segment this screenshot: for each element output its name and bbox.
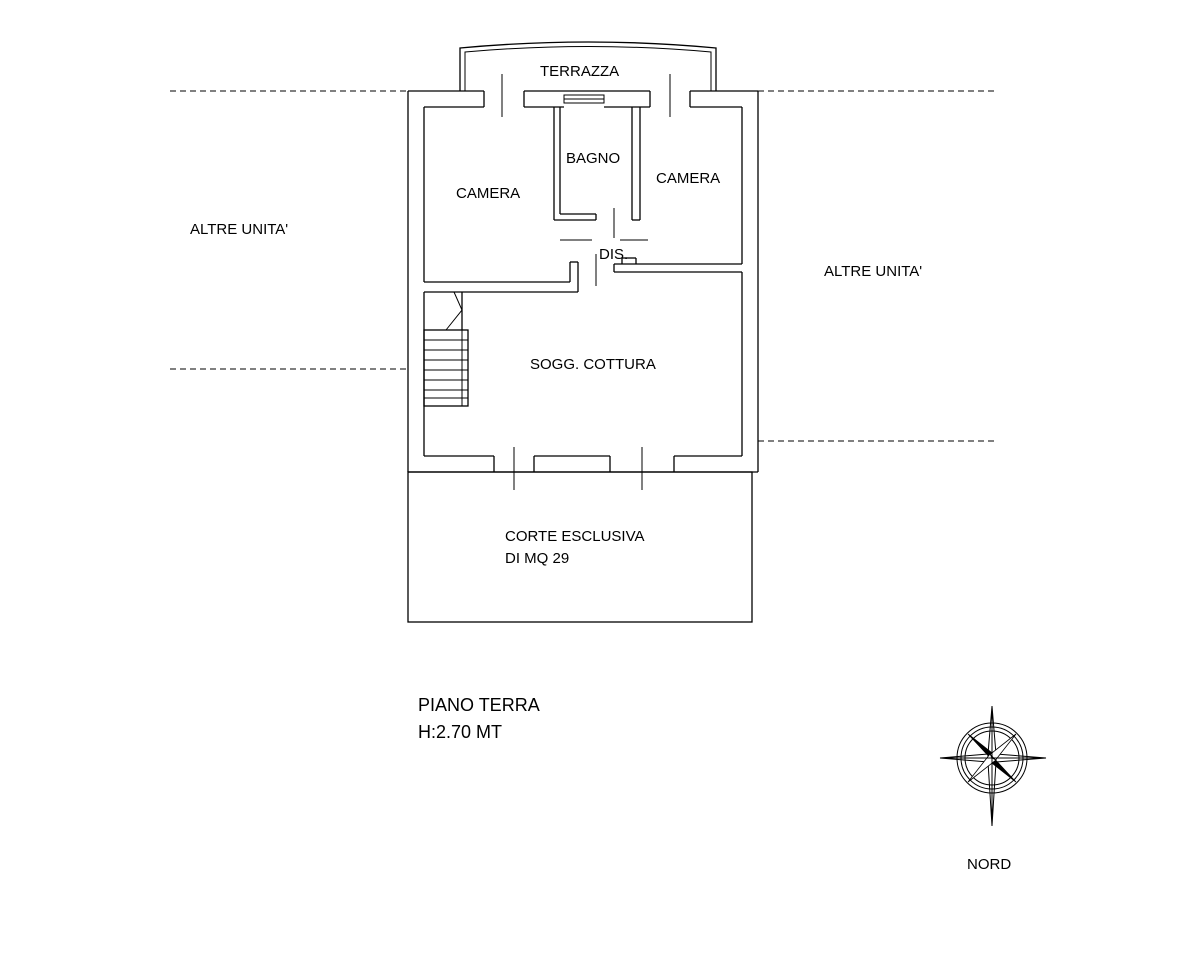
compass-label: NORD [967, 856, 1011, 873]
interior-walls [424, 107, 742, 293]
floor-name: PIANO TERRA [418, 695, 540, 715]
compass-rose-icon [939, 705, 1047, 827]
neighbor-right-label: ALTRE UNITA' [824, 263, 922, 280]
neighbor-left-label: ALTRE UNITA' [190, 221, 288, 238]
floor-height: H:2.70 MT [418, 722, 502, 742]
bagno-label: BAGNO [566, 150, 620, 167]
courtyard [407, 471, 753, 623]
terrace [459, 41, 717, 91]
soggiorno-label: SOGG. COTTURA [530, 356, 656, 373]
dis-label: DIS. [599, 246, 628, 263]
corte-label-line2: DI MQ 29 [505, 550, 569, 567]
boundary-lines [170, 90, 998, 442]
staircase [423, 291, 469, 407]
terrazza-label: TERRAZZA [540, 63, 619, 80]
corte-label-line1: CORTE ESCLUSIVA [505, 528, 644, 545]
camera-right-label: CAMERA [656, 170, 720, 187]
camera-left-label: CAMERA [456, 185, 520, 202]
